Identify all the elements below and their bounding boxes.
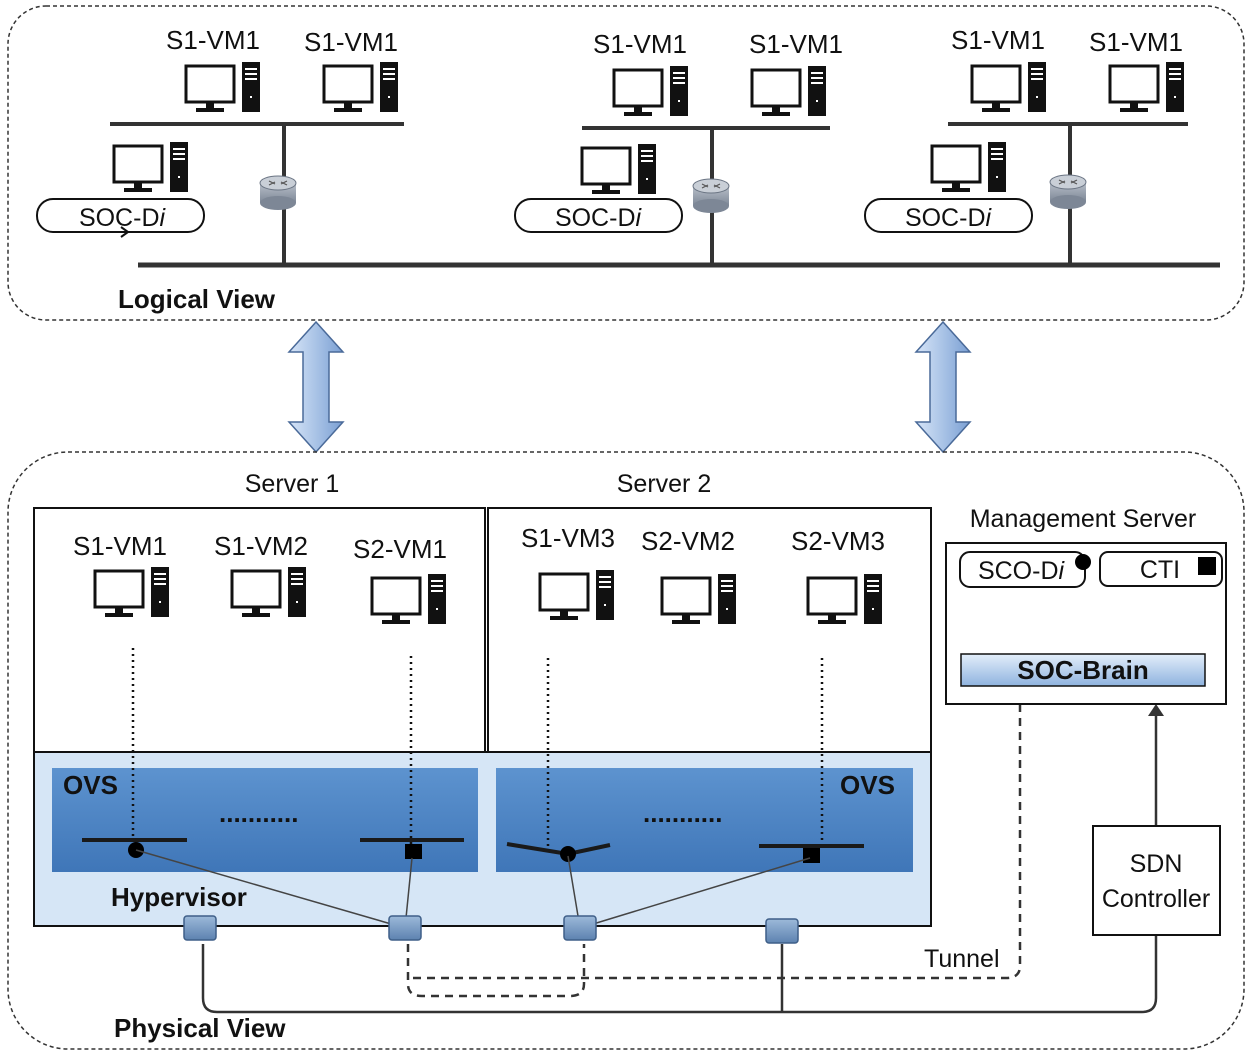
- vm-label: S1-VM1: [593, 29, 687, 59]
- computer-icon: [750, 64, 828, 118]
- port-icon: [563, 915, 597, 941]
- logical-segment-3: S1-VM1 S1-VM1 SOC-Di: [864, 25, 1188, 265]
- cti-pill: [1099, 551, 1223, 587]
- router-icon: [1049, 174, 1087, 210]
- computer-icon: [322, 60, 400, 114]
- server2-title: Server 2: [617, 470, 711, 498]
- port-icon: [765, 918, 799, 944]
- soc-d-label: SOC-Di: [905, 204, 993, 232]
- sdn-controller-box: [1092, 825, 1221, 936]
- port-icon: [388, 915, 422, 941]
- logical-view-frame: [7, 5, 1245, 321]
- sdn-label-line2: Controller: [1102, 885, 1210, 913]
- sdn-label-line1: SDN: [1130, 850, 1183, 878]
- computer-icon: [184, 60, 262, 114]
- tunnel-label: Tunnel: [924, 945, 1000, 973]
- ovs-dots-1: ...........: [219, 798, 298, 828]
- computer-icon: [930, 140, 1008, 194]
- vm-label: S1-VM1: [951, 25, 1045, 55]
- physical-view-title: Physical View: [114, 1013, 286, 1043]
- soc-d-pill: [864, 198, 1033, 233]
- soc-d-pill: [514, 198, 683, 233]
- vm-label: S2-VM2: [641, 526, 735, 556]
- vm-label: S1-VM1: [304, 27, 398, 57]
- vm-label: S1-VM1: [166, 25, 260, 55]
- double-arrow-icon: [915, 321, 971, 453]
- computer-icon: [612, 64, 690, 118]
- ovs-label-1: OVS: [63, 770, 118, 800]
- arrowhead-icon: [1148, 704, 1164, 716]
- computer-icon: [112, 140, 190, 194]
- ovs-dots-2: ...........: [643, 798, 722, 828]
- sco-d-label: SCO-Di: [978, 557, 1066, 585]
- vm-label: S2-VM1: [353, 534, 447, 564]
- vm-label: S1-VM1: [749, 29, 843, 59]
- vm-label: S1-VM3: [521, 523, 615, 553]
- computer-icon: [580, 142, 658, 196]
- logical-view-title: Logical View: [118, 284, 276, 314]
- soc-brain-label: SOC-Brain: [1017, 655, 1148, 685]
- soc-d-label: SOC-Di: [79, 204, 167, 232]
- arrow-icon: [112, 226, 130, 238]
- computer-icon: [970, 60, 1048, 114]
- soc-brain-bar: [960, 653, 1206, 687]
- vm-links: [131, 648, 824, 850]
- hypervisor-label: Hypervisor: [111, 882, 247, 912]
- circle-marker-icon: [1075, 554, 1091, 570]
- double-arrow-icon: [288, 321, 344, 453]
- router-icon: [259, 175, 297, 211]
- vm-label: S1-VM2: [214, 531, 308, 561]
- soc-d-label: SOC-Di: [555, 204, 643, 232]
- server1-title: Server 1: [245, 470, 339, 498]
- logical-segment-2: S1-VM1 S1-VM1 SOC-Di: [514, 29, 843, 265]
- port-icon: [183, 915, 217, 941]
- management-server-title: Management Server: [970, 505, 1197, 533]
- vm-label: S1-VM1: [73, 531, 167, 561]
- server2-frame: [487, 507, 932, 753]
- logical-segment-1: S1-VM1 S1-VM1 SOC-Di: [36, 25, 404, 265]
- cti-label: CTI: [1140, 556, 1180, 584]
- ovs-label-2: OVS: [840, 770, 895, 800]
- switch-port-links: [135, 849, 811, 929]
- square-marker-icon: [1198, 557, 1216, 575]
- computer-icon: [1108, 60, 1186, 114]
- ovs-switches: [82, 838, 864, 863]
- router-icon: [692, 178, 730, 214]
- vm-label: S1-VM1: [1089, 27, 1183, 57]
- tunnel-links: [406, 704, 1022, 998]
- physical-view-frame: [7, 451, 1245, 1050]
- vm-label: S2-VM3: [791, 526, 885, 556]
